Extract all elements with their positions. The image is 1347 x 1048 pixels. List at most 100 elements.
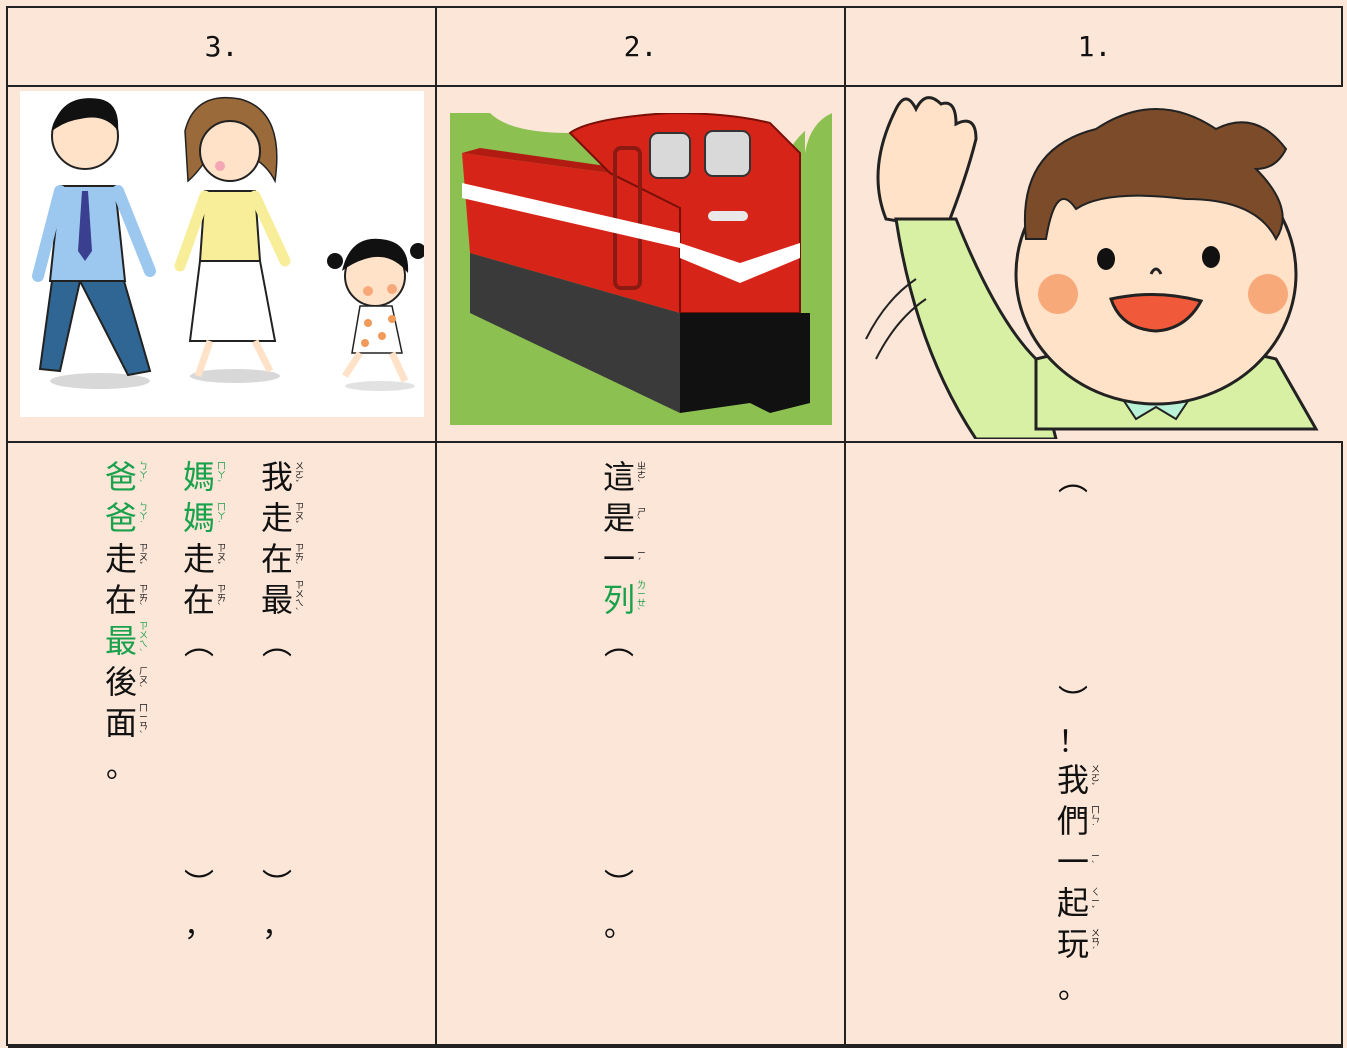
hanzi: 我	[260, 457, 293, 496]
hanzi: 爸	[104, 498, 137, 537]
hanzi: 在	[182, 580, 215, 619]
open-bracket: ︵	[184, 626, 214, 662]
hanzi: 起	[1056, 883, 1089, 922]
header-3: 3.	[8, 8, 437, 87]
hanzi: 爸	[104, 457, 137, 496]
open-bracket: ︵	[1058, 462, 1088, 498]
open-bracket: ︵	[262, 626, 292, 662]
picture-cell-1	[846, 87, 1343, 443]
punctuation: 。	[604, 908, 634, 944]
punctuation: ，	[184, 908, 214, 944]
hanzi: 走	[182, 539, 215, 578]
red-train-illustration	[450, 113, 832, 425]
hanzi: 在	[104, 580, 137, 619]
hanzi: 媽	[182, 498, 215, 537]
hanzi: 玩	[1056, 924, 1089, 963]
header-2: 2.	[437, 8, 846, 87]
punctuation: 。	[106, 749, 136, 785]
hanzi: 列	[602, 580, 635, 619]
hanzi-with-zhuyin: 爸ㄅㄚ˙	[104, 497, 155, 538]
hanzi: 在	[260, 539, 293, 578]
hanzi: 一	[602, 539, 635, 578]
waving-boy-illustration	[865, 96, 1319, 439]
worksheet-table: 3. 2. 1.	[6, 6, 1343, 1048]
hanzi: 面	[104, 703, 137, 742]
hanzi-with-zhuyin: 們ㄇㄣ˙	[1056, 800, 1107, 841]
hanzi: 我	[1056, 760, 1089, 799]
hanzi-with-zhuyin: 媽ㄇㄚ˙	[182, 497, 233, 538]
close-bracket: ︶	[1058, 683, 1088, 719]
hanzi: 最	[104, 621, 137, 660]
close-bracket: ︶	[184, 867, 214, 903]
zhuyin: ㄅㄚ˙	[139, 503, 149, 531]
hanzi: 後	[104, 662, 137, 701]
punctuation: 。	[1058, 970, 1088, 1006]
hanzi: 這	[602, 457, 635, 496]
zhuyin: ㄇㄣ˙	[1091, 806, 1101, 834]
hanzi: 媽	[182, 457, 215, 496]
hanzi: 最	[260, 580, 293, 619]
hanzi: 走	[260, 498, 293, 537]
hanzi: 們	[1056, 801, 1089, 840]
exclamation: ！	[1058, 724, 1088, 760]
family-walking-illustration	[20, 91, 424, 417]
header-1: 1.	[846, 8, 1343, 87]
open-bracket: ︵	[604, 626, 634, 662]
hanzi: 是	[602, 498, 635, 537]
hanzi: 走	[104, 539, 137, 578]
zhuyin: ㄇㄚ˙	[217, 503, 227, 531]
picture-cell-3	[8, 87, 437, 443]
hanzi: 一	[1056, 842, 1089, 881]
punctuation: ，	[262, 908, 292, 944]
close-bracket: ︶	[262, 867, 292, 903]
close-bracket: ︶	[604, 867, 634, 903]
